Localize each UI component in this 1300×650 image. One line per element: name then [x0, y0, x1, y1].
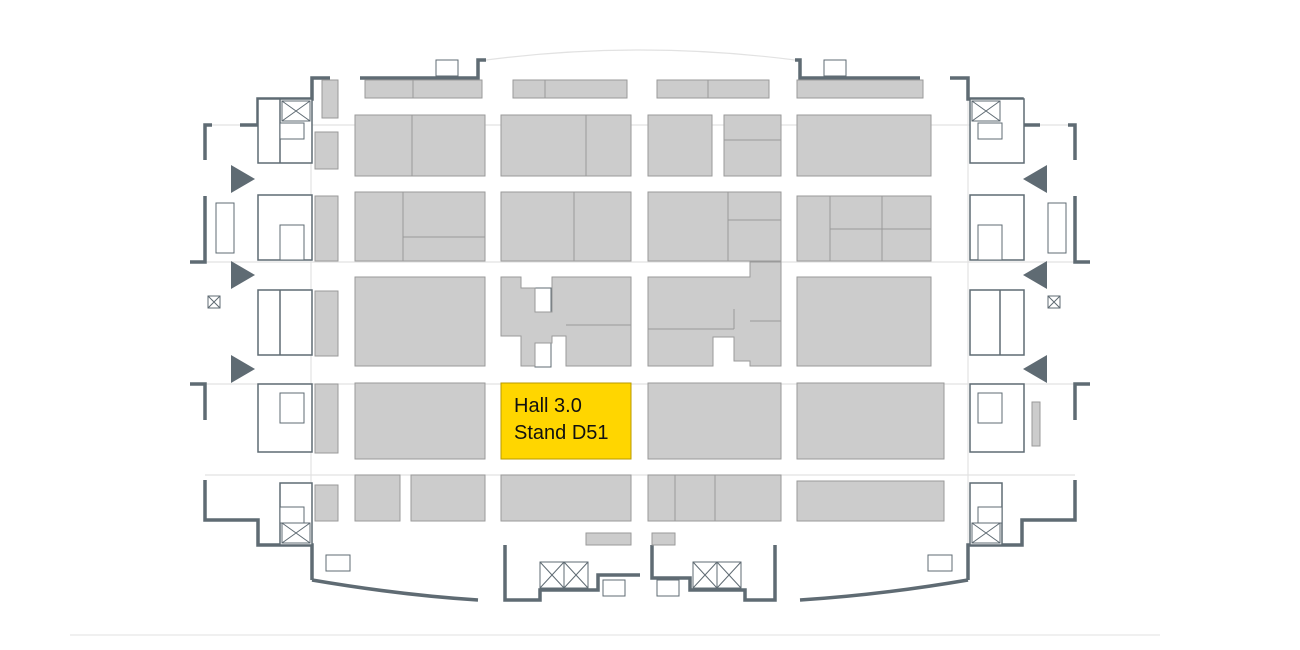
booths	[314, 79, 1041, 546]
outer-walls	[190, 49, 1090, 602]
stand-label[interactable]: Hall 3.0 Stand D51	[501, 383, 631, 459]
hall-label: Hall 3.0	[514, 395, 582, 417]
divider	[70, 634, 1160, 636]
elevators	[207, 100, 1061, 589]
stand-number: Stand D51	[514, 422, 609, 444]
entrance-arrow-icons	[231, 165, 1047, 383]
highlighted-stand[interactable]	[500, 382, 632, 460]
